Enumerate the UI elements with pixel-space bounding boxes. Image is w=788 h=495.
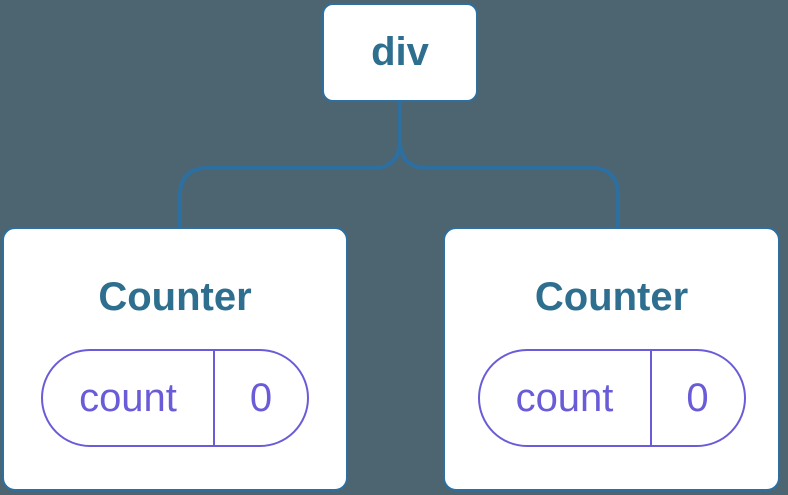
tree-node-counter-1: Counter count 0 xyxy=(2,227,348,491)
counter-1-label: Counter xyxy=(98,275,252,319)
counter-1-state-pill: count 0 xyxy=(41,349,309,447)
tree-node-div: div xyxy=(322,3,478,102)
counter-2-state-pill: count 0 xyxy=(477,349,746,447)
counter-2-state-key: count xyxy=(515,375,614,420)
tree-node-div-label: div xyxy=(371,30,429,74)
counter-1-state-key: count xyxy=(79,375,177,420)
connector-right-branch xyxy=(398,102,620,229)
counter-2-state-value-cell: 0 xyxy=(649,351,744,445)
counter-2-state-key-cell: count xyxy=(480,351,650,445)
counter-2-state-value: 0 xyxy=(686,375,709,420)
counter-1-state-value-cell: 0 xyxy=(213,351,307,445)
counter-2-label: Counter xyxy=(534,275,689,319)
counter-1-state-value: 0 xyxy=(249,375,273,420)
tree-node-counter-2: Counter count 0 xyxy=(443,227,780,491)
counter-1-state-key-cell: count xyxy=(43,351,213,445)
connector-left-branch xyxy=(178,102,402,229)
